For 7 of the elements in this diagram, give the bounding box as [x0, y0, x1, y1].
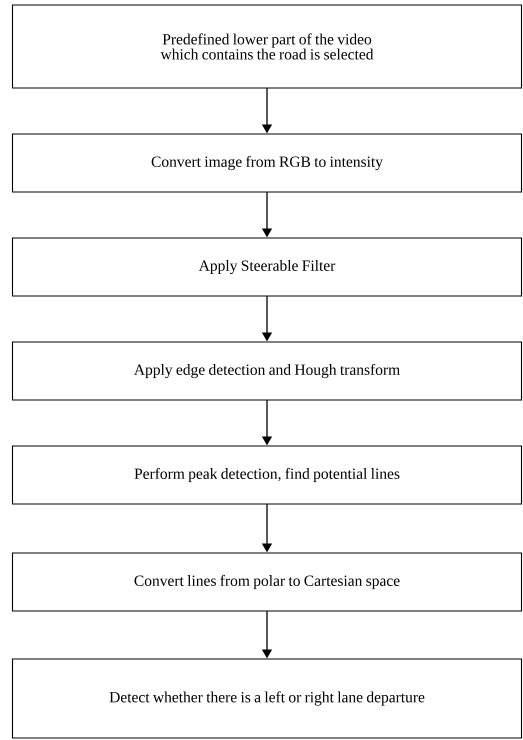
process-box: Apply Steerable Filter [12, 237, 522, 297]
process-box: Predefined lower part of the video which contains the road is selected [12, 4, 522, 89]
process-box: Detect whether there is a left or right lane departure [12, 658, 522, 739]
process-box: Convert lines from polar to Cartesian space [12, 552, 522, 612]
process-box: Convert image from RGB to intensity [12, 133, 522, 193]
process-box: Perform peak detection, find potential lines [12, 445, 522, 505]
process-box: Apply edge detection and Hough transform [12, 341, 522, 401]
